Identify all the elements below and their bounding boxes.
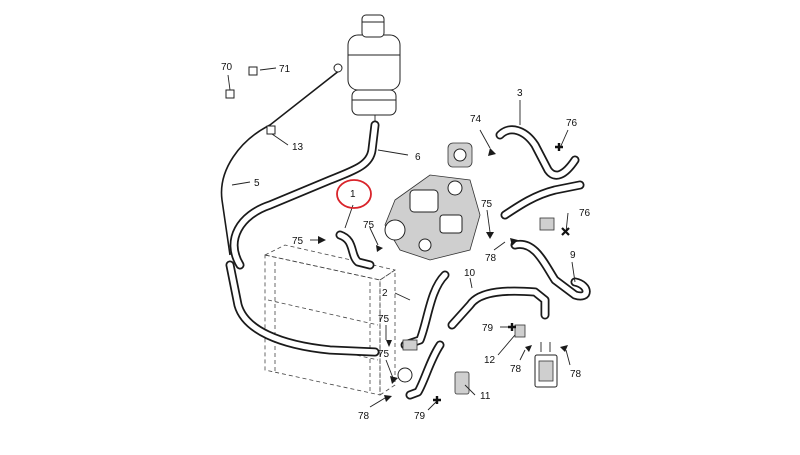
bleed-housing [447,142,473,168]
callout-2: 2 [382,288,388,299]
callout-79-b: 79 [414,411,426,422]
leader-lines [227,67,576,411]
hose-clip-13 [514,324,526,338]
callout-5: 5 [254,178,260,189]
callout-74: 74 [470,114,482,125]
callout-75-c: 75 [481,199,493,210]
callout-3: 3 [517,88,523,99]
callout-13: 12 [484,355,496,366]
expansion-tank [347,14,401,125]
radiator [263,244,396,396]
callout-6: 6 [415,152,421,163]
callout-78-c: 78 [570,369,582,380]
callout-75-a: 75 [292,236,304,247]
callout-9: 9 [570,250,576,261]
callout-78-b: 78 [510,364,522,375]
clip-70 [225,89,235,99]
connector [402,339,418,351]
callout-79-a: 79 [482,323,494,334]
hose-clip-12 [454,371,470,395]
callout-11: 13 [292,142,304,153]
callout-75-d: 75 [378,314,390,325]
symbols [318,143,570,404]
clip-71 [248,66,258,76]
bleed-screw [397,367,413,383]
heater-matrix [534,342,558,388]
callout-76-a: 76 [566,118,578,129]
callout-1: 1 [350,189,356,200]
thermostat-housing [384,174,481,261]
clip-11 [266,125,276,135]
highlight-circle [336,179,372,209]
callout-78-d: 78 [358,411,370,422]
callout-71: 71 [279,64,291,75]
callout-75-b: 75 [363,220,375,231]
hose-clip-76 [539,217,555,231]
callout-70: 70 [221,62,233,73]
callout-12: 11 [480,391,491,402]
callout-10: 10 [464,268,476,279]
callout-76-b: 76 [579,208,591,219]
callout-78-a: 78 [485,253,497,264]
callout-75-e: 75 [378,349,390,360]
